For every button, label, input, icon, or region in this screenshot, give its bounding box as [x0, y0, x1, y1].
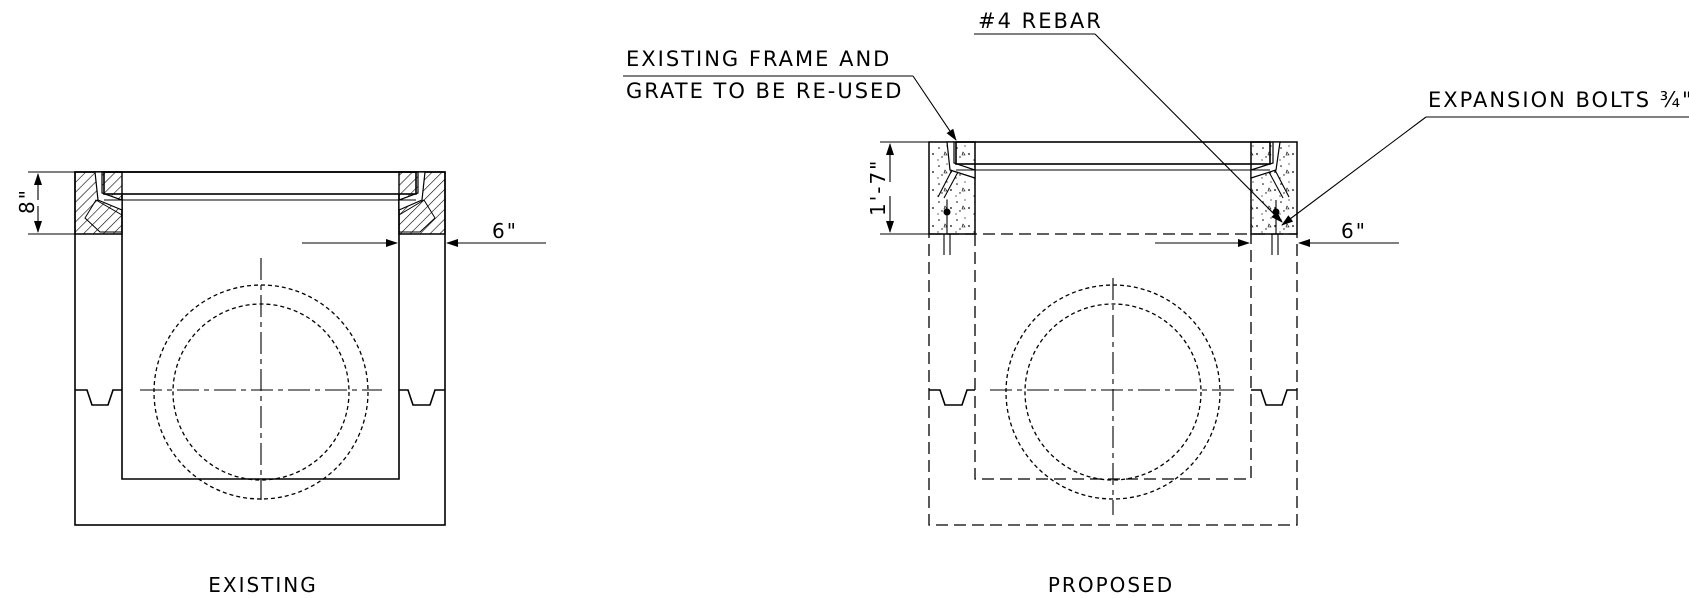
- proposed-pipe-outer: [1005, 284, 1221, 500]
- existing-view: 8" 6" EXISTING: [15, 171, 546, 597]
- existing-frame-label-line1: EXISTING FRAME AND: [626, 47, 891, 71]
- existing-joint-left: [75, 389, 122, 406]
- existing-height-dim: 8": [15, 188, 39, 214]
- existing-grate: [103, 171, 417, 195]
- proposed-joint-right: [1251, 389, 1297, 406]
- rebar-label: #4 REBAR: [978, 9, 1103, 33]
- proposed-wall-dim: 6": [1341, 219, 1367, 243]
- existing-caption: EXISTING: [208, 573, 318, 597]
- proposed-height-dim: 1'-7": [866, 159, 890, 216]
- existing-wall-dim: 6": [492, 219, 518, 243]
- existing-outer-box: [74, 171, 446, 526]
- proposed-caption: PROPOSED: [1048, 573, 1174, 597]
- proposed-outer-box: [928, 233, 1298, 526]
- proposed-collar-left: [928, 141, 976, 235]
- expansion-bolts-label: EXPANSION BOLTS ¾": [1428, 88, 1689, 112]
- existing-frame-label-line2: GRATE TO BE RE-USED: [626, 79, 903, 103]
- proposed-joint-left: [929, 389, 975, 406]
- proposed-pipe-inner: [1024, 303, 1202, 481]
- proposed-view: 1'-7" 6" PROPOSED EXISTING FRAME AND GRA…: [623, 9, 1689, 597]
- existing-inner-box: [121, 195, 400, 480]
- proposed-grate: [955, 141, 1271, 165]
- existing-pipe-outer: [153, 284, 369, 500]
- existing-joint-right: [399, 389, 445, 406]
